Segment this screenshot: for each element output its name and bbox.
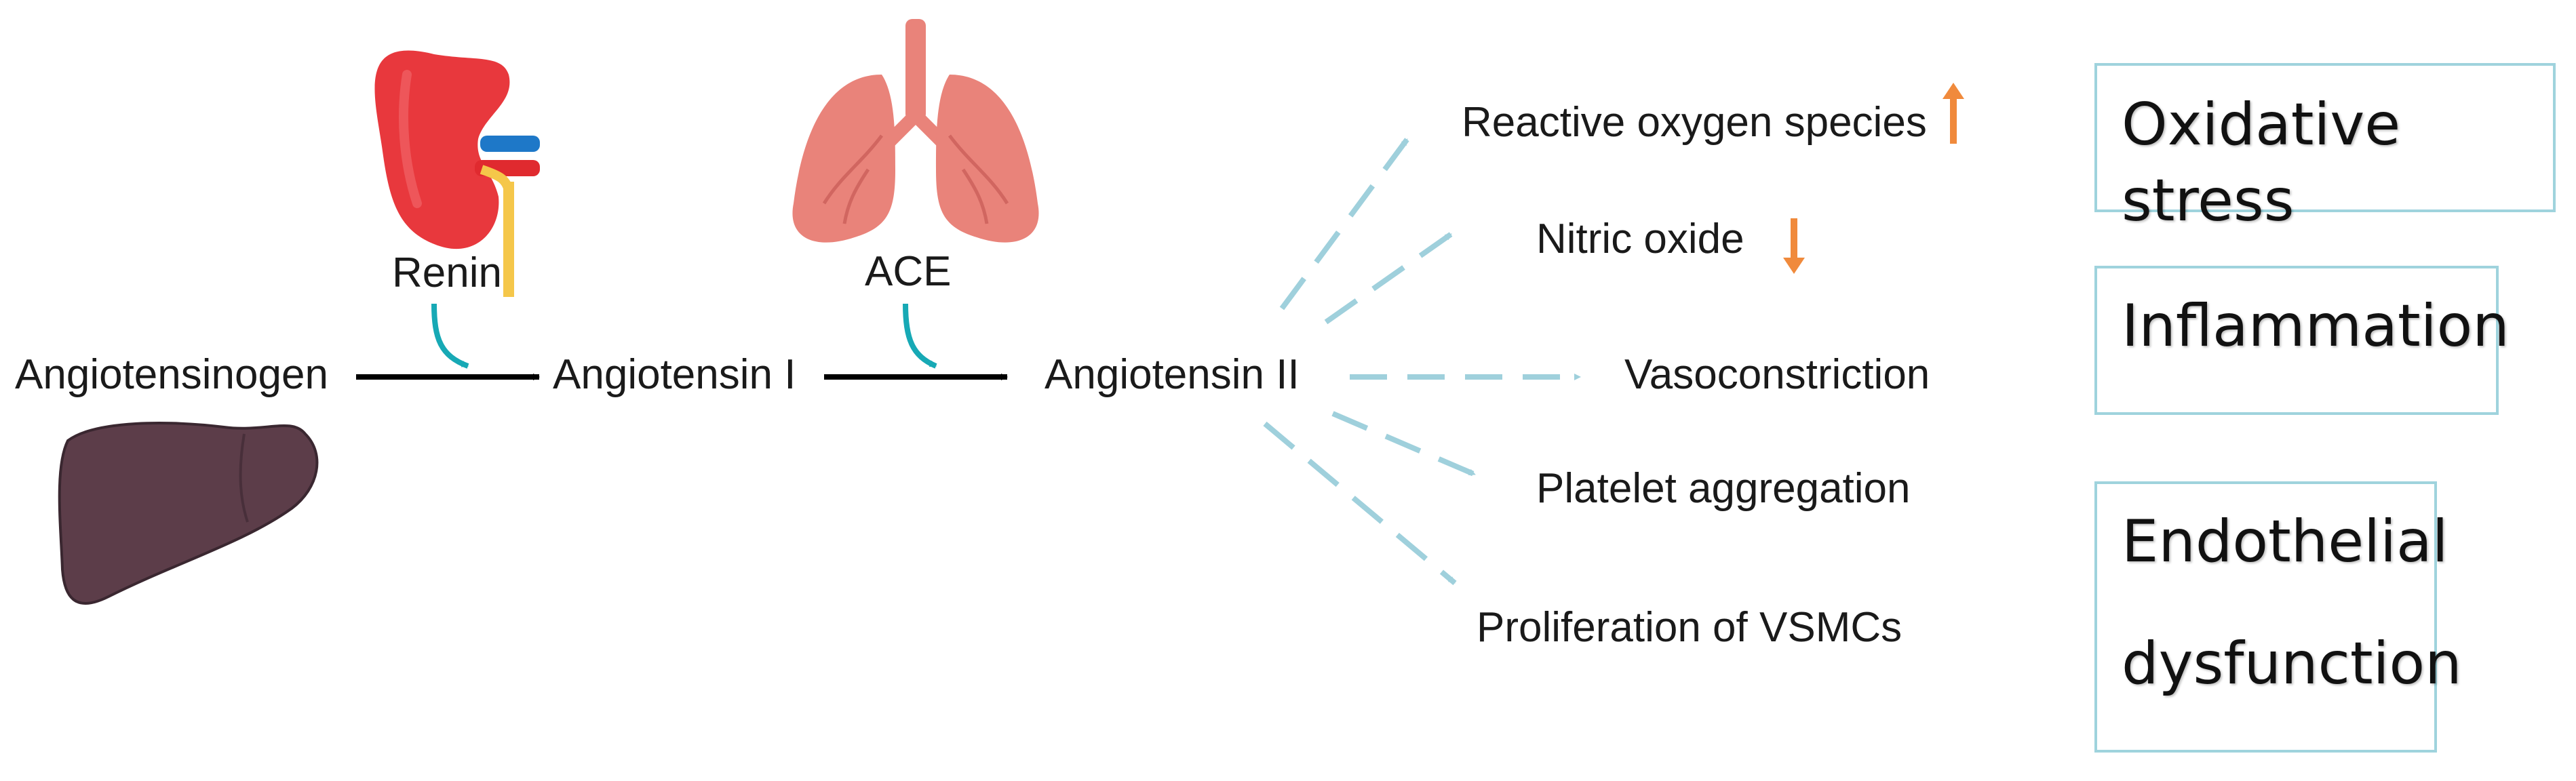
endothelial-label: Endothelial: [2122, 508, 2448, 576]
angiotensin-i-label: Angiotensin I: [553, 351, 796, 398]
liver-icon: [58, 422, 319, 605]
angiotensin-ii-label: Angiotensin II: [1045, 351, 1300, 398]
platelet-aggregation-label: Platelet aggregation: [1536, 465, 1911, 512]
vasoconstriction-label: Vasoconstriction: [1624, 351, 1930, 398]
ros-label: Reactive oxygen species: [1462, 99, 1927, 146]
renin-arrow-icon: [431, 303, 469, 369]
ace-arrow-icon: [903, 303, 937, 369]
lung-icon: [792, 19, 1039, 243]
oxidative-stress-label: Oxidative stress: [2122, 91, 2401, 235]
vsmc-proliferation-label: Proliferation of VSMCs: [1477, 604, 1902, 651]
oxidative-stress-box: Oxidative stress: [2094, 63, 2556, 235]
inflammation-box: Inflammation: [2094, 266, 2510, 415]
arrow-to-vsmc: [1263, 421, 1457, 586]
renin-label: Renin: [392, 249, 502, 296]
kidney-icon: [374, 50, 540, 297]
inflammation-label: Inflammation: [2122, 292, 2510, 360]
arrow-to-no: [1324, 231, 1453, 325]
nitric-oxide-label: Nitric oxide: [1536, 216, 1744, 262]
dysfunction-label: dysfunction: [2122, 630, 2462, 698]
ace-label: ACE: [865, 248, 952, 295]
arrow-down-icon: [1783, 218, 1805, 274]
arrow-to-platelet: [1331, 411, 1477, 477]
arrow-up-icon: [1943, 83, 1964, 144]
angiotensinogen-label: Angiotensinogen: [15, 351, 328, 398]
endothelial-dysfunction-box: Endothelial dysfunction: [2094, 481, 2462, 753]
arrow-to-ros: [1279, 137, 1410, 311]
